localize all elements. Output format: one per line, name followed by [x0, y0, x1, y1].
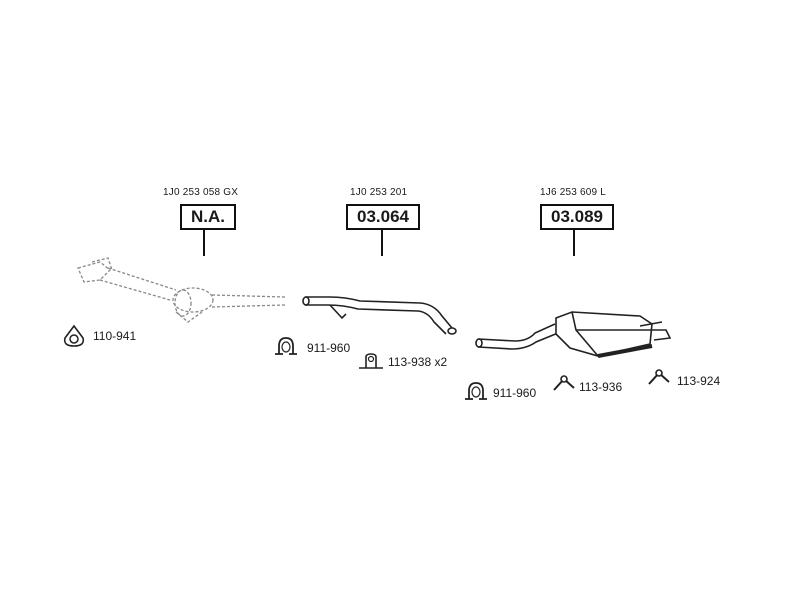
part-code-rear-silencer[interactable]: 03.089: [540, 204, 614, 230]
rear-silencer-drawing: [475, 311, 672, 358]
gasket-icon: [63, 324, 85, 347]
mounting-bracket-icon: [359, 353, 383, 369]
rubber-hanger-icon: [648, 369, 670, 385]
oem-number-middle-pipe: 1J0 253 201: [350, 187, 408, 198]
accessory-code-gasket[interactable]: 110-941: [93, 329, 137, 343]
leader-line-middle-pipe: [381, 230, 383, 256]
leader-line-rear-silencer: [573, 230, 575, 256]
rubber-hanger-icon: [553, 375, 575, 391]
accessory-code-clamp-2[interactable]: 911-960: [493, 386, 537, 400]
part-code-middle-pipe[interactable]: 03.064: [346, 204, 420, 230]
middle-pipe-drawing: [302, 296, 457, 335]
part-code-catalytic-converter[interactable]: N.A.: [180, 204, 236, 230]
leader-line-catalytic-converter: [203, 230, 205, 256]
oem-number-catalytic-converter: 1J0 253 058 GX: [163, 187, 239, 198]
accessory-code-rubber-hanger-2[interactable]: 113-924: [677, 374, 721, 388]
clamp-icon: [465, 382, 487, 400]
accessory-code-mounting-bracket[interactable]: 113-938 x2: [388, 355, 448, 369]
clamp-icon: [275, 337, 297, 355]
oem-number-rear-silencer: 1J6 253 609 L: [540, 187, 606, 198]
catalytic-converter-drawing: [77, 257, 286, 323]
accessory-code-clamp-1[interactable]: 911-960: [307, 341, 351, 355]
accessory-code-rubber-hanger-1[interactable]: 113-936: [579, 380, 623, 394]
